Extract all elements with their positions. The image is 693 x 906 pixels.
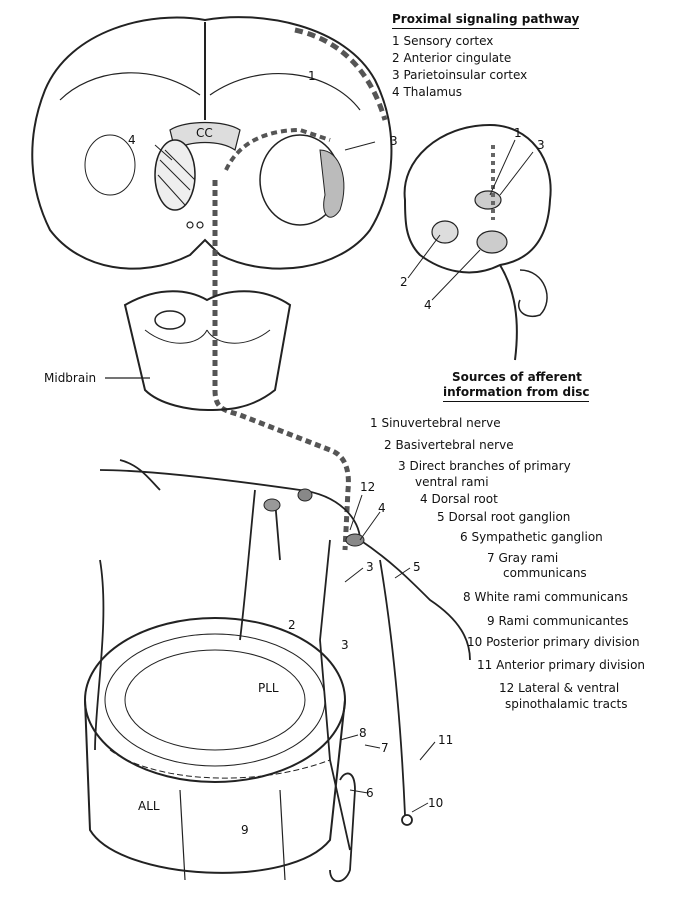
label-midbrain: Midbrain: [44, 371, 97, 385]
label-coronal-1: 1: [308, 69, 316, 83]
label-pll: PLL: [258, 681, 279, 695]
label-spine-8: 8: [359, 726, 367, 740]
label-cc: CC: [196, 126, 213, 140]
label-spine-10: 10: [428, 796, 444, 810]
source-item-7-cont: communicans: [503, 566, 587, 580]
source-item-9: 9 Rami communicantes: [487, 614, 629, 628]
label-spine-12: 12: [360, 480, 376, 494]
source-item-4: 4 Dorsal root: [420, 492, 498, 506]
midbrain-block: [123, 290, 292, 412]
proximal-item-thalamus: 4 Thalamus: [392, 85, 462, 99]
label-spine-3b: 3: [341, 638, 349, 652]
label-spine-9: 9: [241, 823, 249, 837]
label-lateral-4: 4: [424, 298, 432, 312]
label-spine-5: 5: [413, 560, 421, 574]
label-spine-6: 6: [366, 786, 374, 800]
sources-title-line1: Sources of afferent: [452, 370, 582, 384]
sources-title-line2: information from disc: [443, 385, 590, 402]
lateral-brain: [403, 123, 552, 361]
intervertebral-disc: [84, 617, 346, 881]
leader-lines: [154, 139, 534, 813]
source-item-12: 12 Lateral & ventral: [499, 681, 620, 695]
label-spine-4: 4: [378, 501, 386, 515]
label-all: ALL: [138, 799, 160, 813]
source-item-8: 8 White rami communicans: [463, 590, 628, 604]
source-item-11: 11 Anterior primary division: [477, 658, 646, 672]
source-item-2: 2 Basivertebral nerve: [384, 438, 514, 452]
source-item-7: 7 Gray rami: [487, 551, 559, 565]
source-item-3: 3 Direct branches of primary: [398, 459, 571, 473]
label-lateral-2: 2: [400, 275, 408, 289]
nerves: [94, 459, 471, 883]
coronal-brain-section: [31, 16, 393, 270]
source-item-12-cont: spinothalamic tracts: [505, 697, 628, 711]
proximal-item-sensory-cortex: 1 Sensory cortex: [392, 34, 494, 48]
label-coronal-3: 3: [390, 134, 398, 148]
label-spine-7: 7: [381, 741, 389, 755]
source-item-1: 1 Sinuvertebral nerve: [370, 416, 501, 430]
source-item-5: 5 Dorsal root ganglion: [437, 510, 571, 524]
label-lateral-3: 3: [537, 138, 545, 152]
source-item-3-cont: ventral rami: [415, 475, 489, 489]
spinothalamic-tract: [212, 180, 351, 551]
proximal-item-parietoinsular-cortex: 3 Parietoinsular cortex: [392, 68, 528, 82]
label-spine-2: 2: [288, 618, 296, 632]
label-lateral-1: 1: [514, 126, 522, 140]
label-spine-3a: 3: [366, 560, 374, 574]
label-spine-11: 11: [438, 733, 454, 747]
source-item-10: 10 Posterior primary division: [467, 635, 640, 649]
proximal-item-anterior-cingulate: 2 Anterior cingulate: [392, 51, 512, 65]
source-item-6: 6 Sympathetic ganglion: [460, 530, 603, 544]
label-coronal-4: 4: [128, 133, 136, 147]
proximal-pathway-title: Proximal signaling pathway: [392, 12, 580, 29]
